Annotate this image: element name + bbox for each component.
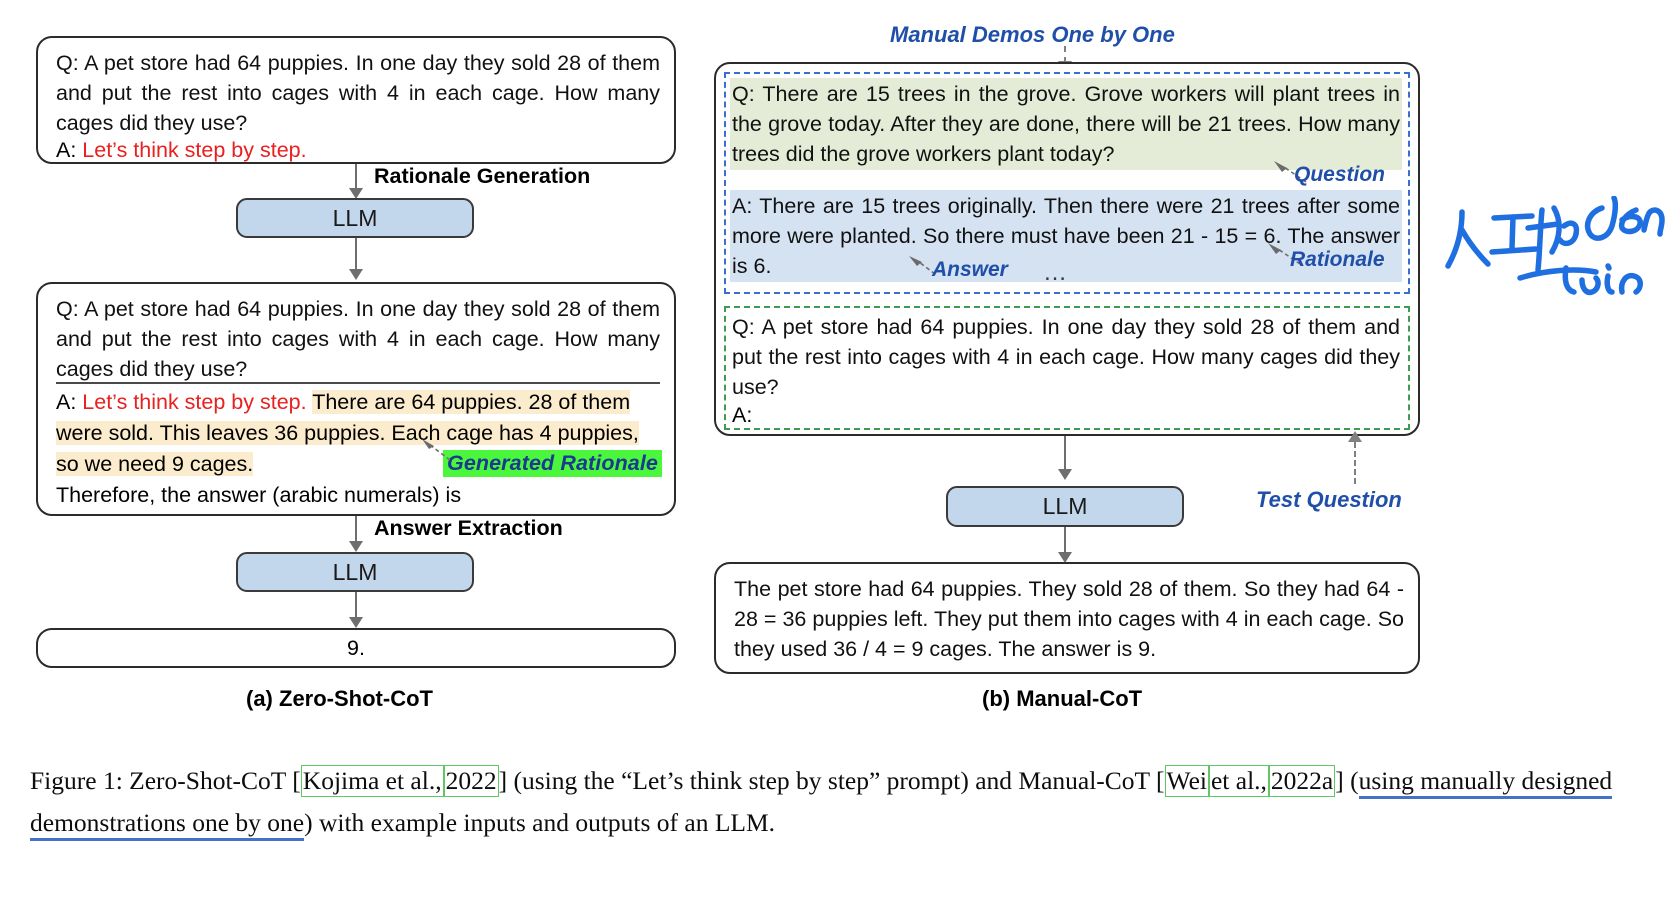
citation-kojima-year: 2022	[443, 765, 499, 797]
zeroshot-box-divider	[56, 382, 660, 384]
zeroshot-rationale-answer: A: Let’s think step by step. There are 6…	[56, 387, 664, 480]
zeroshot-answer-trigger: Therefore, the answer (arabic numerals) …	[56, 483, 462, 507]
caption-underlined-phrase: using manually designed demonstrations o…	[30, 766, 1613, 841]
caption-prefix: Figure 1: Zero-Shot-CoT [	[30, 766, 301, 795]
test-question-frame	[724, 306, 1410, 430]
zeroshot-input-answer-line: A: Let’s think step by step.	[56, 135, 660, 165]
panel-a-subcaption: (a) Zero-Shot-CoT	[246, 686, 433, 711]
answer-label-leader-icon	[909, 256, 936, 275]
zeroshot-input-question: Q: A pet store had 64 puppies. In one da…	[56, 51, 660, 135]
llm-module-2: LLM	[236, 552, 474, 592]
arrow-middle-to-llm2-head	[348, 541, 363, 552]
zeroshot-prompt-text-2: Let’s think step by step.	[82, 390, 307, 414]
arrow-llm1-to-middle	[355, 238, 358, 271]
rationale-label: Rationale	[1290, 248, 1385, 271]
llm-module-1-label: LLM	[332, 204, 378, 231]
demo-question-text: Q: There are 15 trees in the grove. Grov…	[730, 78, 1402, 170]
llm-module-3: LLM	[946, 486, 1184, 527]
answer-prefix: A:	[56, 390, 83, 414]
test-question-leader-head	[1347, 431, 1362, 442]
test-question-label: Test Question	[1256, 487, 1402, 512]
generated-rationale-badge: Generated Rationale	[443, 450, 662, 477]
panel-b-subcaption: (b) Manual-CoT	[982, 686, 1143, 711]
rationale-generation-label: Rationale Generation	[374, 164, 591, 188]
answer-prefix: A:	[56, 138, 83, 162]
caption-suffix: ) with example inputs and outputs of an …	[304, 808, 776, 837]
arrow-llm1-to-middle-head	[348, 269, 363, 280]
handwritten-annotation-icon	[1445, 196, 1665, 296]
generated-rationale-leader-icon	[422, 439, 451, 461]
citation-wei-author: Wei	[1164, 765, 1209, 797]
arrow-prompt-to-llm3-head	[1057, 469, 1072, 480]
figure-caption: Figure 1: Zero-Shot-CoT [Kojima et al.,2…	[30, 760, 1640, 844]
arrow-llm2-to-output	[355, 592, 358, 619]
citation-kojima-authors: Kojima et al.,	[300, 765, 444, 797]
llm-module-3-label: LLM	[1042, 493, 1088, 519]
arrow-input-to-llm1-head	[348, 188, 363, 199]
demo-answer-text: A: There are 15 trees originally. Then t…	[730, 190, 1402, 282]
generated-rationale-badge-label: Generated Rationale	[447, 451, 658, 475]
arrow-middle-to-llm2	[355, 516, 358, 542]
zeroshot-output-box: 9.	[36, 628, 676, 668]
zeroshot-rationale-box: Q: A pet store had 64 puppies. In one da…	[36, 282, 676, 516]
demo-ellipsis: …	[1043, 259, 1070, 286]
demo-frame	[724, 72, 1410, 294]
question-label: Question	[1294, 163, 1386, 186]
test-answer-prefix: A:	[732, 403, 753, 427]
caption-mid1: ] (using the “Let’s think step by step” …	[498, 766, 1165, 795]
test-question-leader-line	[1354, 442, 1356, 484]
answer-label: Answer	[932, 258, 1008, 281]
arrow-llm3-to-output-head	[1057, 552, 1072, 563]
citation-wei-year: 2022a	[1268, 765, 1336, 797]
zeroshot-rationale-question: Q: A pet store had 64 puppies. In one da…	[56, 297, 660, 381]
arrow-llm3-to-output	[1064, 527, 1067, 554]
zeroshot-output-text: 9.	[347, 635, 365, 660]
rationale-label-leader-icon	[1268, 243, 1301, 265]
llm-module-2-label: LLM	[332, 558, 378, 585]
arrow-prompt-to-llm3	[1064, 436, 1067, 470]
manual-demos-leader-line	[1064, 46, 1066, 63]
answer-extraction-label: Answer Extraction	[374, 516, 563, 540]
caption-mid2: ] (	[1335, 766, 1359, 795]
test-question-text: Q: A pet store had 64 puppies. In one da…	[732, 315, 1400, 399]
zeroshot-prompt-text: Let’s think step by step.	[82, 138, 307, 162]
manualcot-output-box: The pet store had 64 puppies. They sold …	[714, 562, 1420, 674]
question-label-leader-icon	[1274, 161, 1307, 183]
citation-wei-authors: et al.,	[1208, 765, 1269, 797]
arrow-llm2-to-output-head	[348, 617, 363, 628]
manual-demos-annotation: Manual Demos One by One	[890, 22, 1175, 47]
zeroshot-input-box: Q: A pet store had 64 puppies. In one da…	[36, 36, 676, 164]
arrow-input-to-llm1	[355, 164, 358, 190]
llm-module-1: LLM	[236, 198, 474, 238]
manualcot-output-text: The pet store had 64 puppies. They sold …	[734, 577, 1404, 661]
